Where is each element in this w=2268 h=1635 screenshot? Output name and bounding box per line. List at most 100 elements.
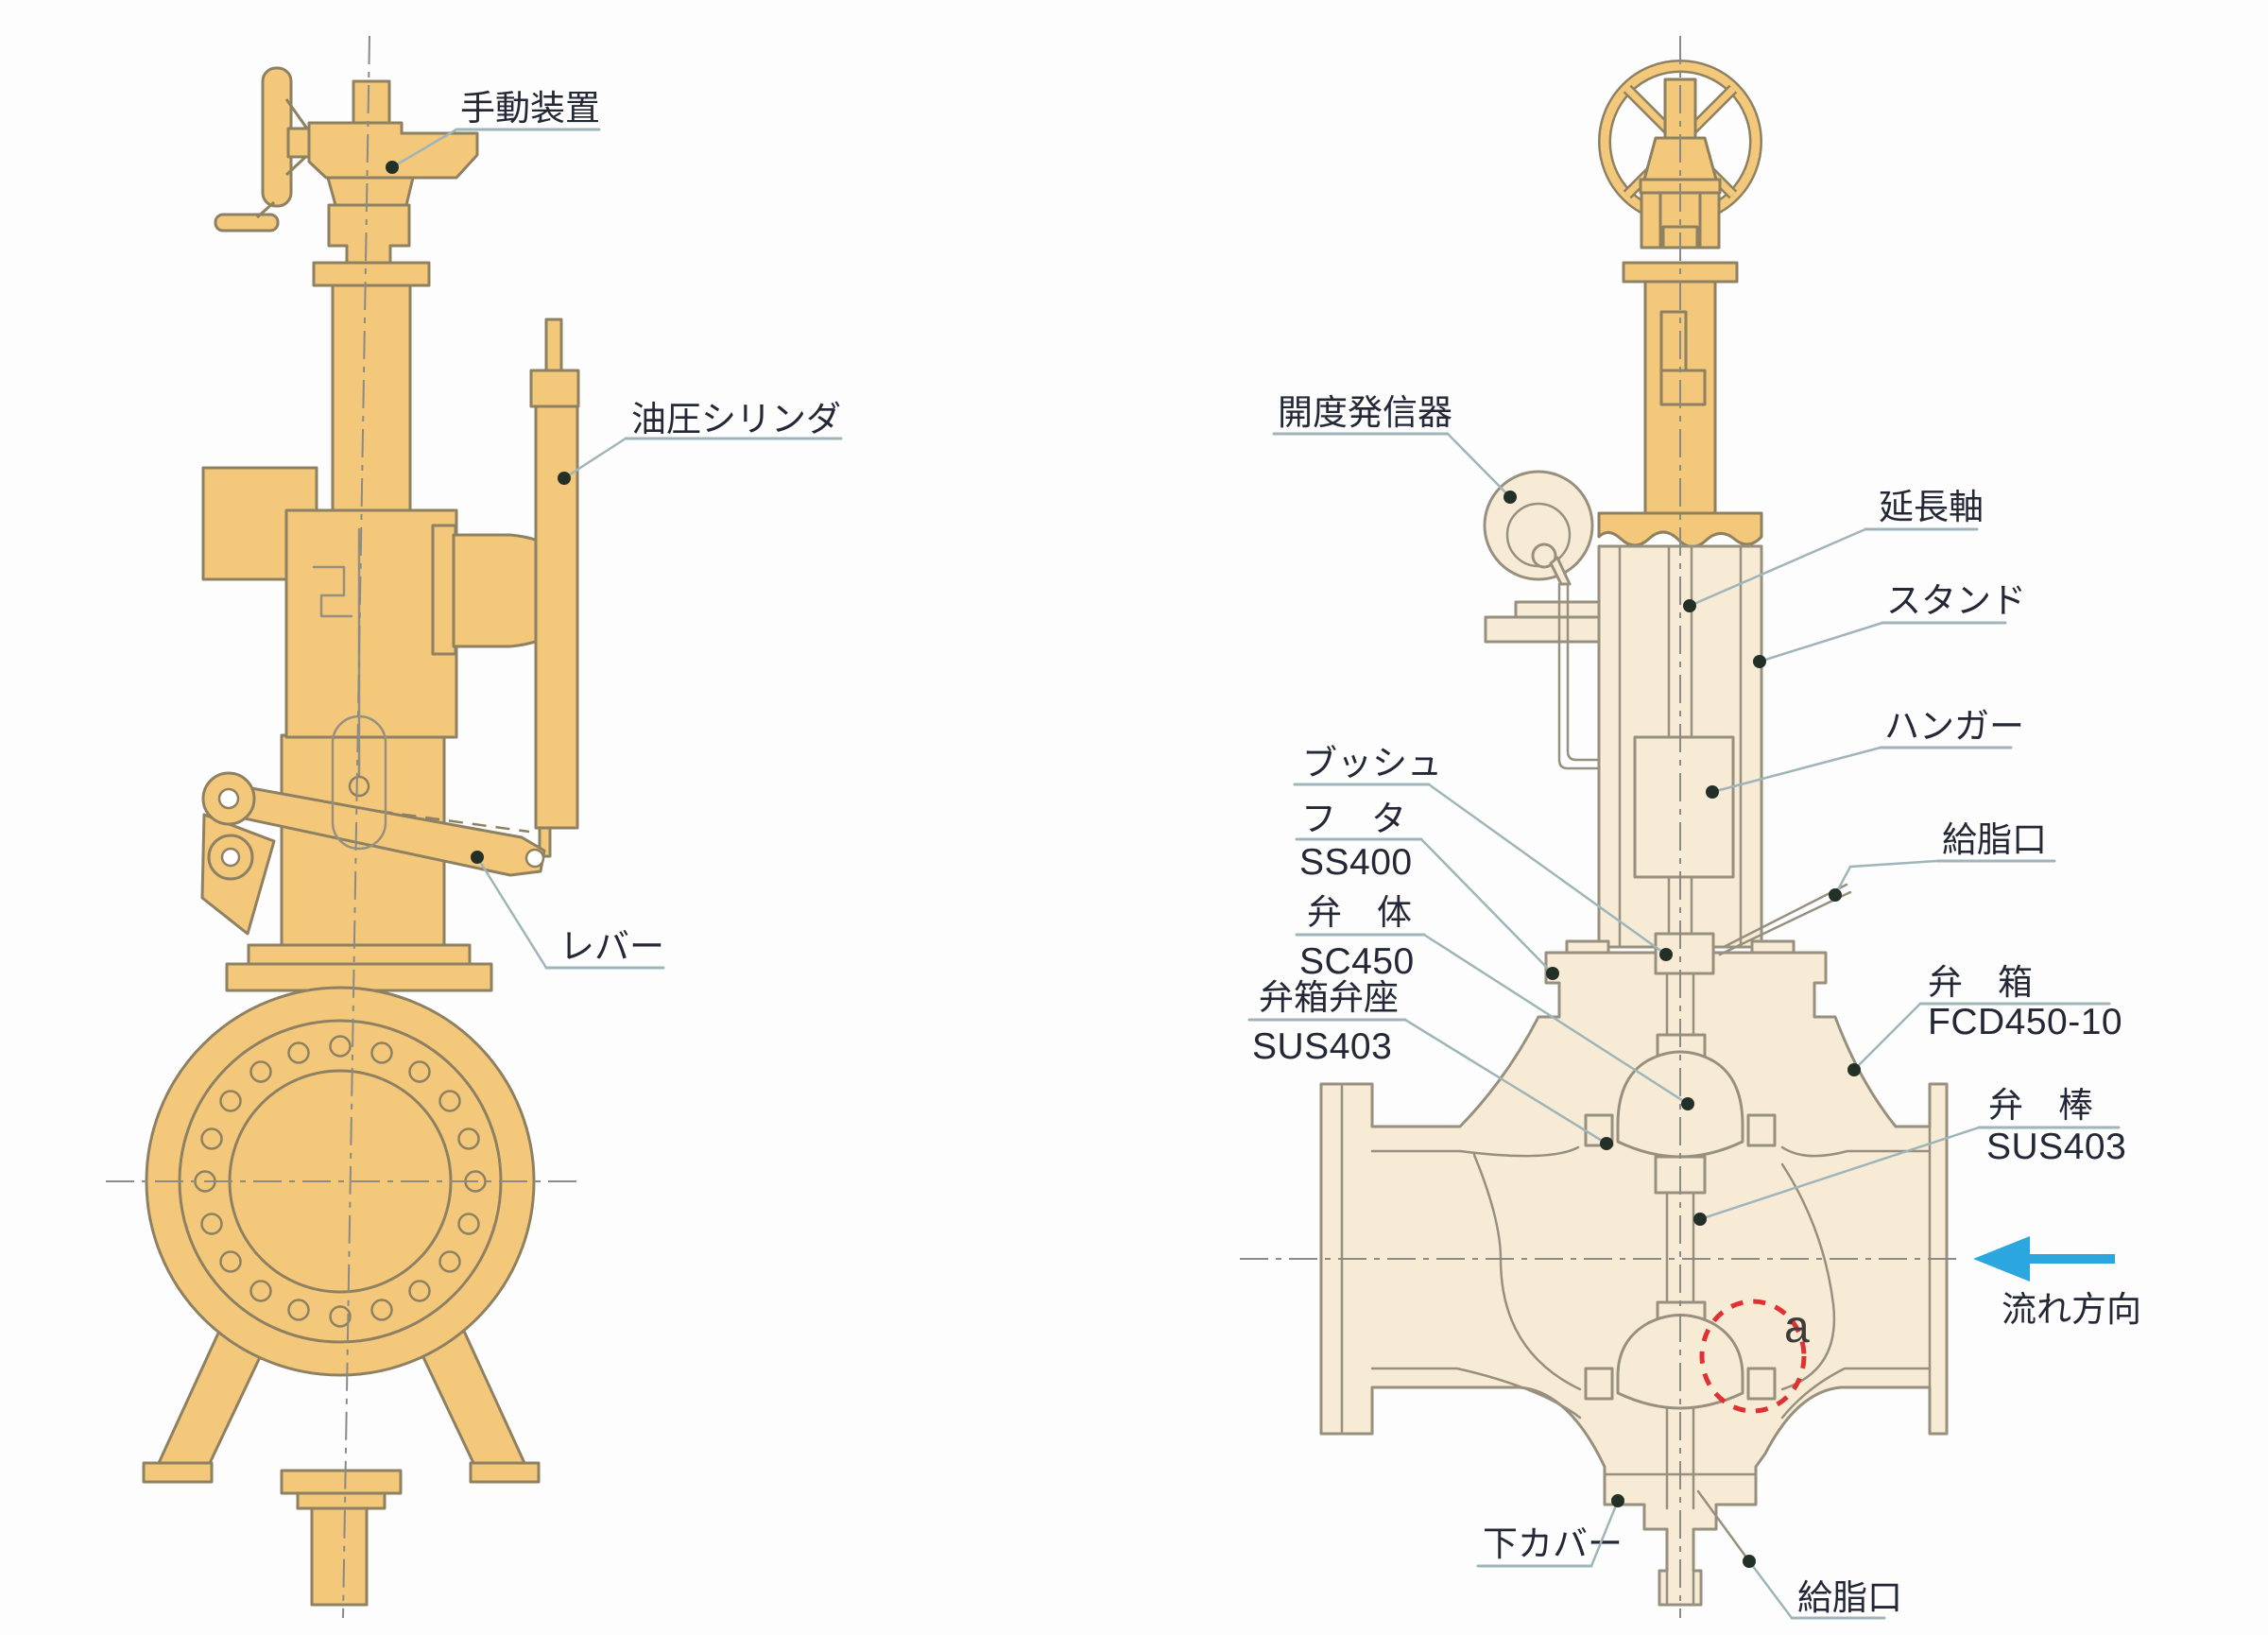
right-valve-drawing: a 流れ方向 [1240,36,2141,1618]
label-opening-transmitter: 開度発信器 [1278,393,1452,432]
callout-hanger: ハンガー [1706,707,2024,799]
label-hydraulic-cylinder: 油圧シリンダ [631,400,841,439]
label-cover: フ タ [1301,800,1406,838]
callout-opening-transmitter: 開度発信器 [1272,393,1517,504]
transmitter-rod [1557,582,1601,770]
label-cover-material: SS400 [1299,842,1413,883]
lower-seat-left [1584,1367,1614,1401]
base-flange-1 [247,943,472,966]
callout-lever: レバー [471,851,665,970]
callout-manual-device: 手動装置 [386,89,601,174]
flow-direction: 流れ方向 [1973,1236,2141,1329]
handwheel-handle [214,213,280,232]
detail-marker-a: a [1784,1302,1810,1352]
slot-pin [348,775,370,798]
flow-direction-label: 流れ方向 [2002,1290,2141,1329]
grease-pipe-lower [1696,1489,1751,1563]
cavity-left [1472,1153,1582,1391]
column-detail-2 [1659,369,1707,406]
cone-collar [431,524,457,656]
transmitter-keyhole [1531,542,1557,569]
label-body-material: FCD450-10 [1928,1002,2122,1042]
leader-dot [1611,1494,1624,1507]
detail-circle-a [1699,1299,1807,1414]
bottom-step-2 [296,1491,387,1510]
bore-top-left [1370,1145,1580,1158]
callout-grease-port-upper: 給脂口 [1829,820,2056,902]
leader-dot [1681,1097,1694,1110]
cylinder-cap [529,369,580,408]
callout-hydraulic-cylinder: 油圧シリンダ [558,400,843,485]
label-extension-shaft: 延長軸 [1879,488,1984,526]
label-bush: ブッシュ [1302,744,1442,783]
leader-line [1710,746,1882,794]
bolt-circle [194,1035,487,1328]
label-stem-material: SUS403 [1986,1127,2126,1167]
lever-end-pin [524,848,545,869]
label-grease-port-upper: 給脂口 [1942,820,2047,859]
flow-arrow-head [1973,1236,2030,1282]
transmitter-rod [1566,582,1601,762]
opening-transmitter [1483,470,1601,770]
cylinder-body [534,404,579,830]
transmitter-funnel [1549,556,1572,586]
neck-flange [312,261,431,287]
top-stem [352,79,391,127]
label-grease-port-lower: 給脂口 [1797,1578,1902,1617]
leader-line [1758,621,1884,663]
leader-dot [471,851,484,864]
leader-line [1419,837,1555,975]
callout-stem: 弁 棒 SUS403 [1693,1086,2126,1226]
cavity-right [1780,1162,1836,1391]
leader-dot [1706,785,1719,799]
bottom-stem [310,1506,369,1607]
callout-body: 弁 箱 FCD450-10 [1847,963,2122,1076]
transmitter-bracket-upper [1514,600,1601,619]
callout-stand: スタンド [1753,581,2026,668]
leader-line [390,128,458,169]
bracket-detail [312,565,353,618]
lower-seat-right [1746,1367,1777,1401]
label-body-seat: 弁箱弁座 [1259,978,1399,1017]
hanger-box [1633,735,1735,879]
callout-cover: フ タ SS400 [1295,800,1559,980]
transmitter-bracket-lower [1484,615,1601,644]
neck [327,203,411,265]
upper-column [331,284,412,514]
label-stand: スタンド [1886,581,2026,620]
lower-disc [1616,1314,1744,1410]
callout-body-seat: 弁箱弁座 SUS403 [1247,978,1613,1150]
leader-dot [1829,888,1842,902]
label-manual-device: 手動装置 [460,89,600,128]
cylinder-rod-top [544,318,563,374]
leader-line [1747,1559,1794,1620]
callout-extension-shaft: 延長軸 [1683,488,1984,612]
yoke [326,176,415,207]
vertical-centerline [342,35,370,1619]
cylinder-rod-bottom [538,826,552,858]
callout-bush: ブッシュ [1293,744,1673,961]
leader-dot [1600,1137,1613,1150]
leader-dot [558,472,571,485]
label-stem: 弁 棒 [1988,1086,2093,1125]
leader-dot [1693,1213,1707,1226]
handle-link [256,200,275,219]
right-foot-pad [469,1461,541,1484]
grease-pipe-upper [1718,883,1852,956]
callout-disc: 弁 体 SC450 [1295,893,1694,1110]
upper-seat-right [1746,1113,1777,1147]
leader-dot [386,161,399,174]
leader-line [562,437,627,480]
label-lever: レバー [559,927,664,966]
leader-line [1833,859,1939,897]
label-body: 弁 箱 [1928,963,2033,1002]
pivot-upper-hole [217,787,240,810]
leader-dot [1753,655,1766,668]
bore-top-right [1780,1145,1932,1158]
leader-line [475,855,548,970]
pivot-lower-hole [220,847,241,868]
left-valve-drawing [106,35,580,1619]
base-flange-2 [225,962,493,992]
leader-line [1698,1126,1981,1221]
